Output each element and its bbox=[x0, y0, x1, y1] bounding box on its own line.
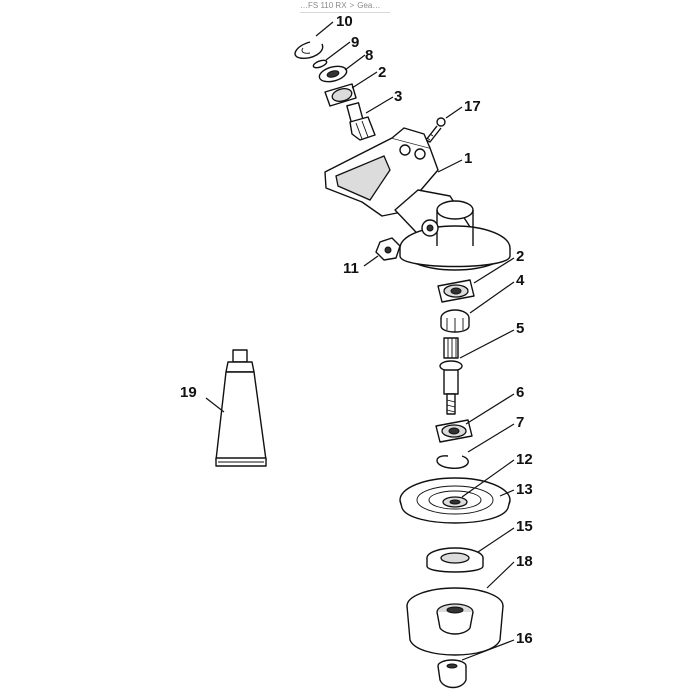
part-labels: 10 9 8 2 3 17 1 2 11 4 5 19 6 7 12 13 15… bbox=[180, 13, 533, 647]
label-part-3[interactable]: 3 bbox=[394, 88, 402, 105]
label-part-2-lower[interactable]: 2 bbox=[516, 248, 524, 265]
part-19-grease-tube[interactable] bbox=[215, 349, 267, 467]
part-8-bearing[interactable] bbox=[318, 64, 349, 85]
part-2-lower-bearing[interactable] bbox=[437, 279, 475, 303]
label-part-12[interactable]: 12 bbox=[516, 451, 533, 468]
label-part-9[interactable]: 9 bbox=[351, 34, 359, 51]
breadcrumb-next[interactable]: Gea… bbox=[357, 1, 381, 10]
part-1-gear-housing[interactable] bbox=[324, 127, 511, 271]
part-16-nut[interactable] bbox=[437, 659, 467, 689]
label-part-17[interactable]: 17 bbox=[464, 98, 481, 115]
part-17-screw[interactable] bbox=[425, 117, 446, 143]
part-11-plug-screw[interactable] bbox=[375, 237, 401, 261]
part-9-pin[interactable] bbox=[312, 59, 328, 69]
label-part-10[interactable]: 10 bbox=[336, 13, 353, 30]
label-part-7[interactable]: 7 bbox=[516, 414, 524, 431]
breadcrumb: …FS 110 RX>Gea… bbox=[300, 0, 390, 13]
part-7-circlip[interactable] bbox=[436, 455, 469, 469]
label-part-15[interactable]: 15 bbox=[516, 518, 533, 535]
label-part-11[interactable]: 11 bbox=[343, 260, 359, 277]
part-3-bevel-pinion[interactable] bbox=[346, 102, 376, 141]
label-part-18[interactable]: 18 bbox=[516, 553, 533, 570]
label-part-13[interactable]: 13 bbox=[516, 481, 533, 498]
label-part-2-upper[interactable]: 2 bbox=[378, 64, 386, 81]
label-part-8[interactable]: 8 bbox=[365, 47, 373, 64]
label-part-5[interactable]: 5 bbox=[516, 320, 524, 337]
label-part-4[interactable]: 4 bbox=[516, 272, 525, 289]
part-4-bevel-gear[interactable] bbox=[440, 309, 470, 333]
part-5-spline-shaft[interactable] bbox=[439, 337, 463, 415]
leader-lines bbox=[205, 21, 515, 661]
breadcrumb-current[interactable]: FS 110 RX bbox=[308, 1, 347, 10]
part-15-washer-disk[interactable] bbox=[426, 547, 484, 573]
part-18-rider-cup[interactable] bbox=[406, 587, 504, 656]
part-6-bearing[interactable] bbox=[435, 419, 473, 443]
label-part-1[interactable]: 1 bbox=[464, 150, 472, 167]
part-12-washer[interactable] bbox=[442, 496, 468, 508]
label-part-6[interactable]: 6 bbox=[516, 384, 524, 401]
part-10-retaining-ring[interactable] bbox=[294, 41, 324, 59]
chevron-right-icon: > bbox=[349, 1, 355, 10]
label-part-19[interactable]: 19 bbox=[180, 384, 197, 401]
breadcrumb-prefix: … bbox=[300, 1, 308, 10]
part-2-upper-bearing[interactable] bbox=[324, 83, 357, 107]
label-part-16[interactable]: 16 bbox=[516, 630, 533, 647]
